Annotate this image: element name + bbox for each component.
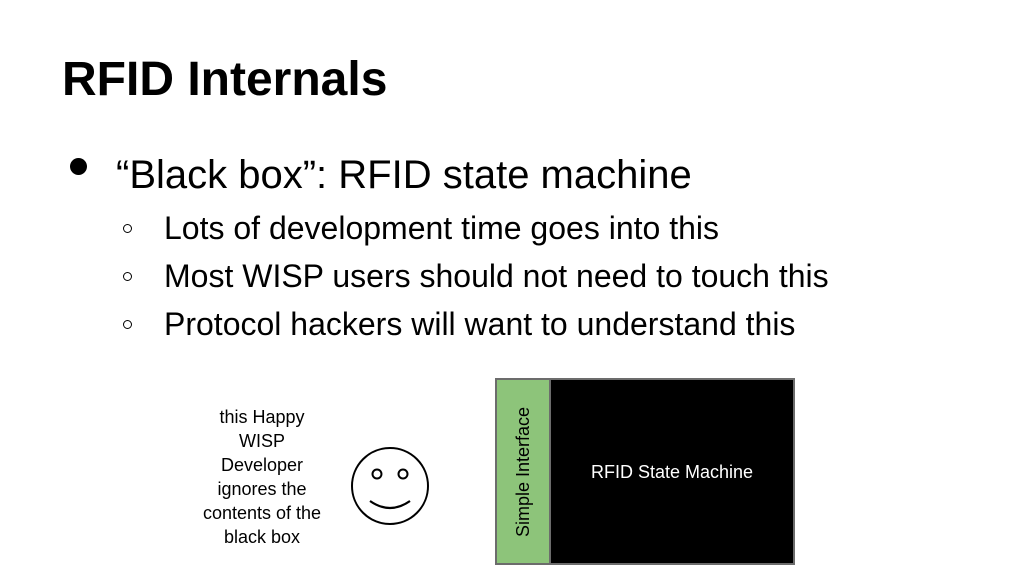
caption-line: Developer [220,455,304,475]
hollow-bullet-icon [123,224,132,233]
rfid-state-machine-box: RFID State Machine [549,378,795,565]
bullet-dot-icon [70,158,87,175]
sub-bullet-text: Lots of development time goes into this [164,210,719,246]
caption-line: ignores the [217,479,307,499]
caption-line: contents of the [202,503,322,523]
sub-bullet-text: Protocol hackers will want to understand… [164,306,796,342]
sub-bullet-text: Most WISP users should not need to touch… [164,258,829,294]
smiley-face-icon [351,447,429,525]
hollow-bullet-icon [123,272,132,281]
rfid-state-machine-label: RFID State Machine [590,461,754,482]
slide-title: RFID Internals [62,53,388,106]
caption-line: black box [223,527,301,547]
developer-caption: this Happy WISP Developer ignores the co… [192,405,332,549]
simple-interface-box: Simple Interface [495,378,551,565]
hollow-bullet-icon [123,320,132,329]
caption-line: this Happy [219,407,305,427]
simple-interface-label: Simple Interface [513,406,533,537]
caption-line: WISP [238,431,285,451]
bullet-text: “Black box”: RFID state machine [116,153,692,197]
